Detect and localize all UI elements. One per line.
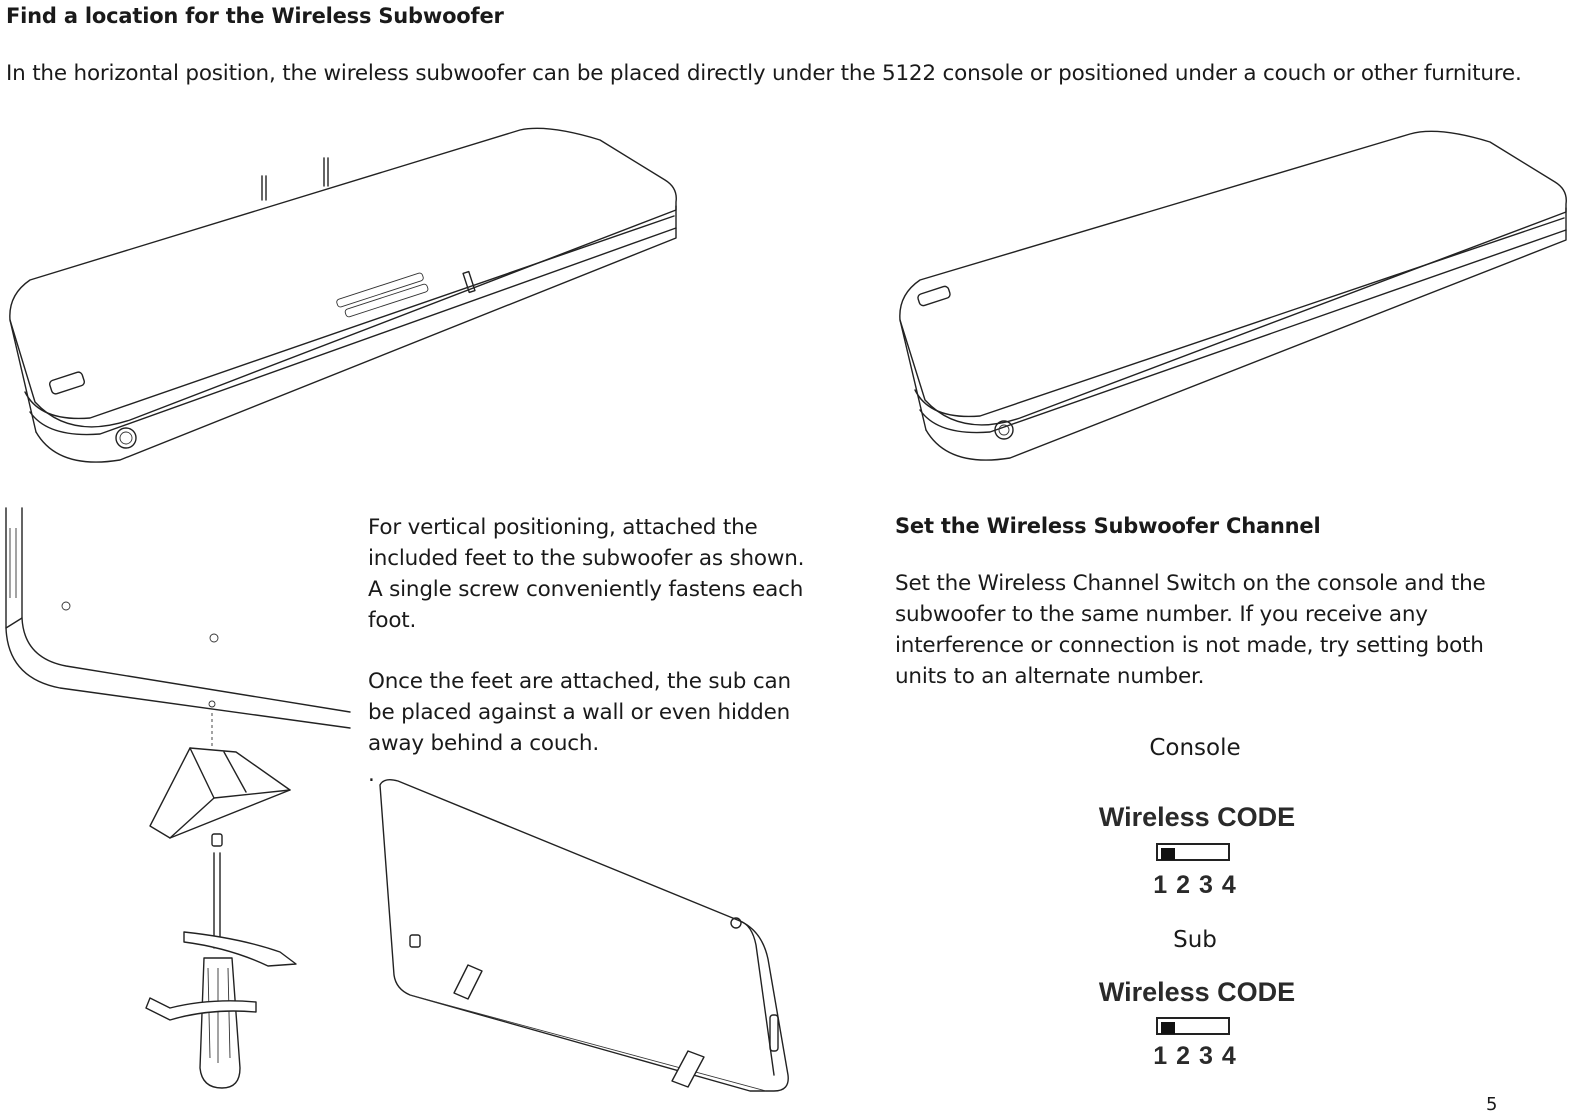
console-switch-knob [1161,848,1175,860]
sub-label: Sub [1173,927,1217,953]
subwoofer-horizontal-illustration [899,130,1567,461]
foot-attachment-illustration [5,507,351,1089]
channel-body: Set the Wireless Channel Switch on the c… [895,571,1486,689]
stray-period: . [368,762,375,787]
sub-switch-knob [1161,1022,1175,1034]
console-code-numbers: 1 2 3 4 [1153,871,1237,899]
vertical-paragraph-2: Once the feet are attached, the sub can … [368,669,791,756]
page-number: 5 [1486,1094,1498,1115]
sub-code-title: Wireless CODE [1098,977,1296,1007]
subwoofer-vertical-illustration [379,778,789,1092]
page-title: Find a location for the Wireless Subwoof… [6,4,504,28]
console-label: Console [1149,735,1241,761]
console-horizontal-illustration [9,127,677,463]
intro-paragraph: In the horizontal position, the wireless… [6,61,1522,86]
channel-heading: Set the Wireless Subwoofer Channel [895,514,1321,538]
console-code-title: Wireless CODE [1098,802,1296,832]
vertical-instructions: For vertical positioning, attached the i… [368,512,808,790]
vertical-paragraph-1: For vertical positioning, attached the i… [368,515,805,633]
sub-wireless-switch [1156,1017,1230,1035]
console-wireless-switch [1156,843,1230,861]
sub-code-numbers: 1 2 3 4 [1153,1042,1237,1070]
